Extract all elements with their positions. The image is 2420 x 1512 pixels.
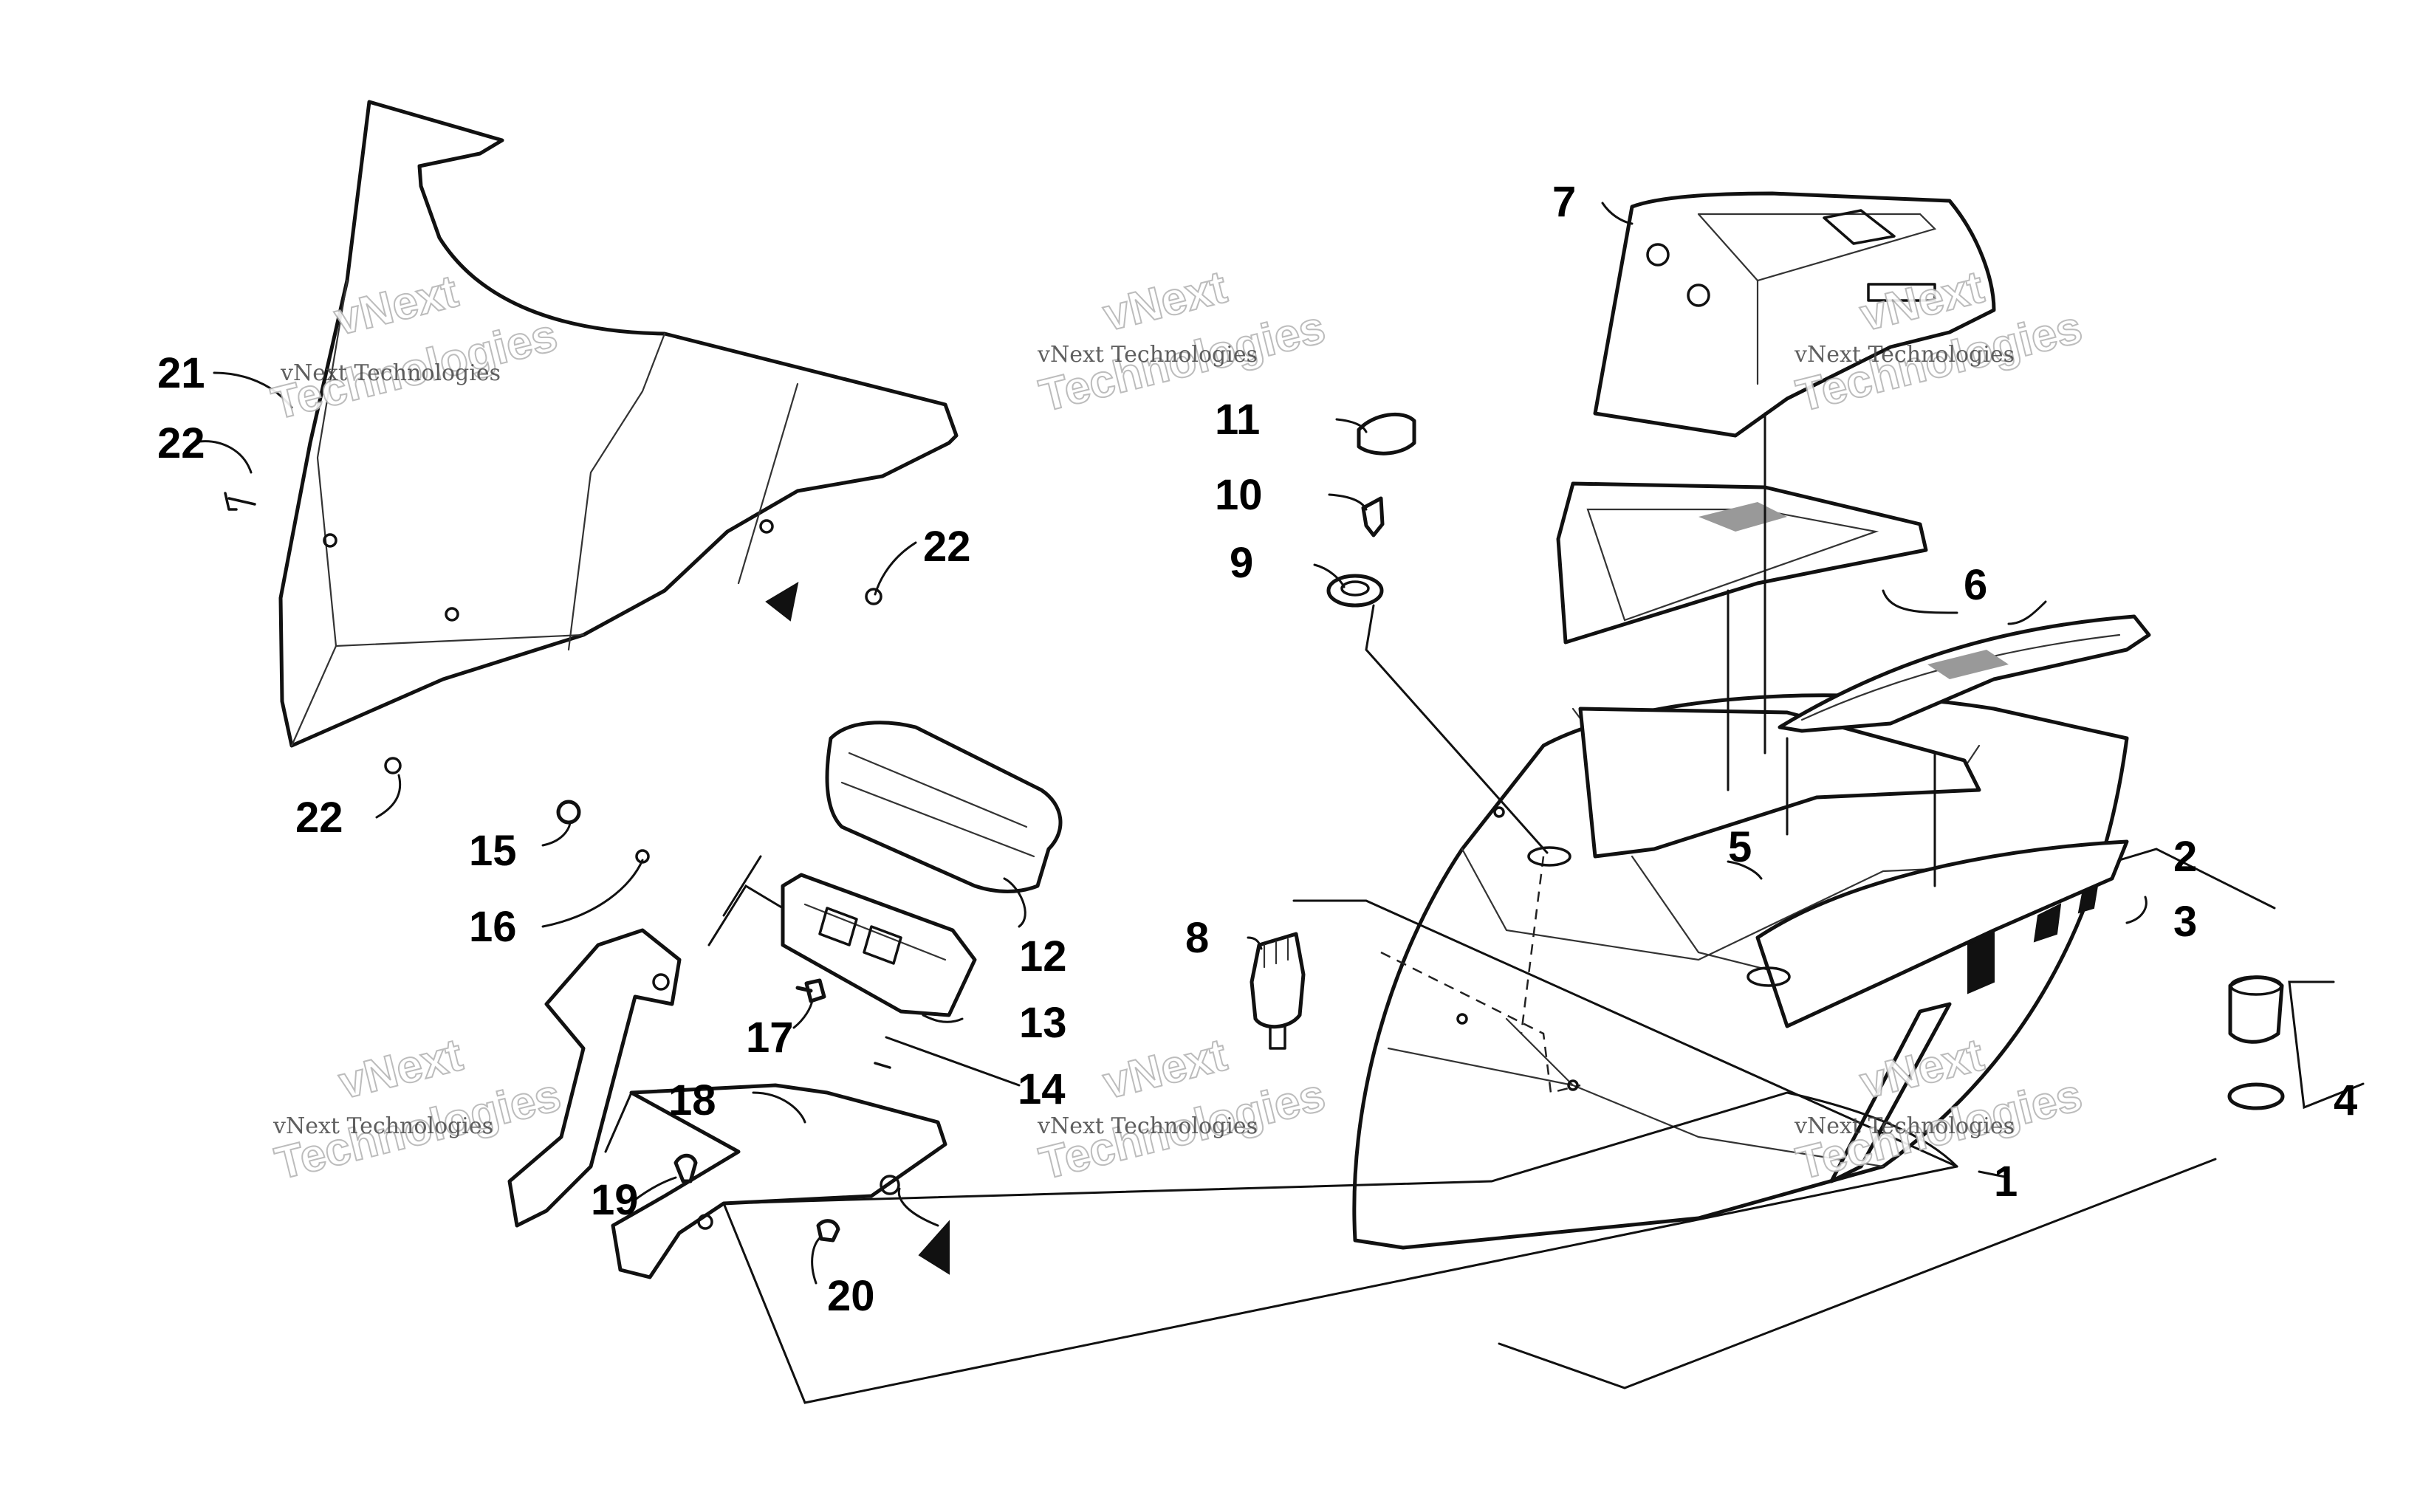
windshield: [278, 100, 959, 748]
key-switch: [1326, 412, 1416, 608]
accessory-socket: [2227, 975, 2285, 1110]
mount-bracket: [507, 928, 950, 1279]
watermark-caption: vNext Technologies: [272, 1113, 493, 1139]
callout-10: 10: [1215, 471, 1263, 519]
arrow-marker-lower: [918, 1220, 950, 1275]
callout-18: 18: [668, 1076, 716, 1124]
windshield-screws: [224, 492, 882, 774]
watermark-bottom-left: Technologies vNext vNext Technologies: [270, 1028, 566, 1190]
side-panels: [1556, 481, 2151, 733]
callout-1: 1: [1994, 1158, 2018, 1206]
watermark-caption: vNext Technologies: [1794, 342, 2015, 368]
callout-17: 17: [746, 1014, 794, 1062]
callout-11: 11: [1215, 396, 1260, 444]
watermark-caption: vNext Technologies: [1037, 1113, 1258, 1139]
watermark-top-middle: Technologies vNext vNext Technologies: [1034, 261, 1331, 422]
watermark-bottom-middle: Technologies vNext vNext Technologies: [1034, 1028, 1331, 1190]
callout-12: 12: [1019, 932, 1067, 980]
small-hardware: [556, 800, 891, 1243]
callout-14: 14: [1018, 1065, 1066, 1113]
watermark-caption: vNext Technologies: [1794, 1113, 2015, 1139]
hood: [1352, 693, 2129, 1250]
callout-7: 7: [1552, 178, 1576, 226]
callout-4: 4: [2334, 1076, 2357, 1124]
top-rack: [1593, 191, 1996, 438]
callout-9: 9: [1230, 539, 1253, 587]
callout-labels: 1 2 3 4 5 6 7 8 9 10 11 12 13 14 15 16 1…: [157, 178, 2357, 1320]
callout-8: 8: [1185, 914, 1209, 962]
callout-5: 5: [1728, 823, 1752, 871]
callout-15: 15: [469, 827, 517, 875]
leader-lines: [198, 202, 2365, 1404]
watermark-caption: vNext Technologies: [280, 360, 501, 386]
arrow-marker-upper: [765, 581, 799, 622]
callout-19: 19: [591, 1176, 639, 1224]
gauge-bracket: [781, 873, 977, 1017]
callout-21: 21: [157, 349, 205, 397]
callout-20: 20: [827, 1272, 875, 1320]
callout-16: 16: [469, 903, 517, 951]
instrument-gauge: [825, 721, 1063, 893]
callout-6: 6: [1964, 561, 1987, 609]
callout-22-bottom: 22: [295, 794, 343, 842]
callout-22-left: 22: [157, 419, 205, 467]
callout-22-right: 22: [923, 523, 971, 571]
callout-13: 13: [1019, 999, 1067, 1047]
power-socket-plug: [1250, 932, 1306, 1050]
watermark-caption: vNext Technologies: [1037, 342, 1258, 368]
callout-3: 3: [2173, 898, 2197, 946]
callout-2: 2: [2173, 833, 2197, 881]
